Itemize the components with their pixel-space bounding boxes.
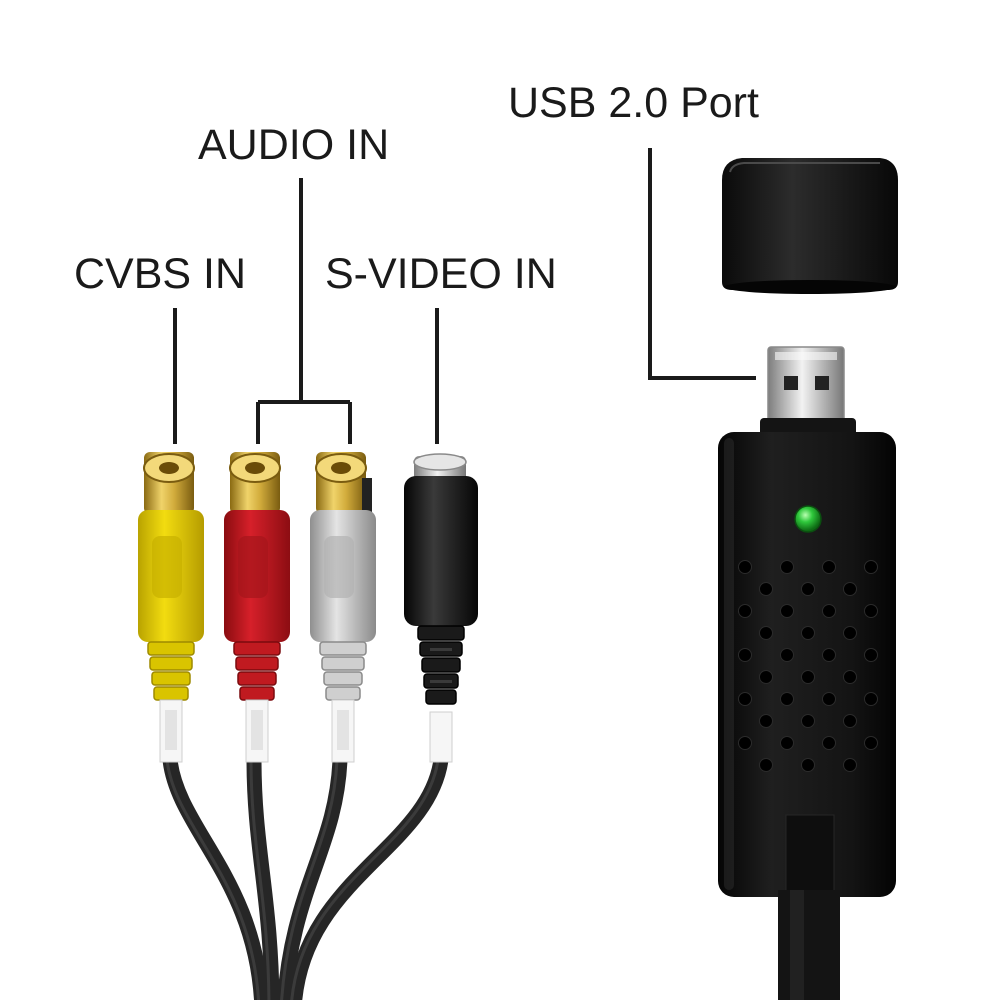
cvbs-in-label: CVBS IN bbox=[74, 250, 247, 298]
vent-hole bbox=[801, 626, 815, 640]
usb-leader-line bbox=[648, 148, 756, 380]
vent-hole bbox=[843, 582, 857, 596]
audio-left-cable bbox=[246, 752, 280, 1000]
vent-hole bbox=[780, 648, 794, 662]
vent-hole bbox=[759, 714, 773, 728]
audio-right-cable bbox=[277, 752, 348, 1000]
usb-cap-icon bbox=[722, 158, 898, 294]
vent-hole bbox=[738, 692, 752, 706]
led-indicator-icon bbox=[794, 505, 822, 533]
svideo-cable bbox=[287, 752, 449, 1000]
cvbs-cable bbox=[162, 752, 269, 1000]
vent-hole bbox=[801, 670, 815, 684]
vent-hole bbox=[738, 604, 752, 618]
vent-hole bbox=[864, 648, 878, 662]
vent-hole bbox=[822, 648, 836, 662]
audio-left-rca-plug-icon bbox=[224, 452, 290, 763]
vent-hole bbox=[864, 560, 878, 574]
vent-hole bbox=[801, 714, 815, 728]
vent-hole bbox=[864, 604, 878, 618]
svideo-in-label: S-VIDEO IN bbox=[325, 250, 557, 298]
vent-hole bbox=[759, 670, 773, 684]
audio-right-rca-plug-icon bbox=[310, 452, 376, 763]
vent-hole bbox=[801, 758, 815, 772]
audio-leader-line bbox=[256, 178, 352, 444]
vent-hole bbox=[822, 692, 836, 706]
vent-hole bbox=[759, 626, 773, 640]
vent-holes bbox=[738, 560, 878, 772]
cvbs-rca-plug-icon bbox=[138, 452, 204, 763]
vent-hole bbox=[822, 736, 836, 750]
vent-hole bbox=[864, 736, 878, 750]
vent-hole bbox=[843, 714, 857, 728]
usb-plug-icon bbox=[767, 346, 845, 422]
leader-lines bbox=[173, 148, 756, 444]
vent-hole bbox=[738, 736, 752, 750]
vent-hole bbox=[780, 560, 794, 574]
usb-port-label: USB 2.0 Port bbox=[508, 79, 759, 127]
usb-dongle-icon bbox=[718, 418, 896, 1000]
vent-hole bbox=[780, 604, 794, 618]
vent-hole bbox=[843, 626, 857, 640]
vent-hole bbox=[864, 692, 878, 706]
vent-hole bbox=[759, 582, 773, 596]
vent-hole bbox=[822, 560, 836, 574]
vent-hole bbox=[780, 692, 794, 706]
vent-hole bbox=[738, 648, 752, 662]
vent-hole bbox=[801, 582, 815, 596]
vent-hole bbox=[738, 560, 752, 574]
vent-hole bbox=[822, 604, 836, 618]
vent-hole bbox=[843, 758, 857, 772]
cable-bundle bbox=[162, 752, 449, 1000]
svideo-plug-icon bbox=[404, 453, 478, 763]
vent-hole bbox=[759, 758, 773, 772]
vent-hole bbox=[780, 736, 794, 750]
vent-hole bbox=[843, 670, 857, 684]
audio-in-label: AUDIO IN bbox=[198, 121, 390, 169]
